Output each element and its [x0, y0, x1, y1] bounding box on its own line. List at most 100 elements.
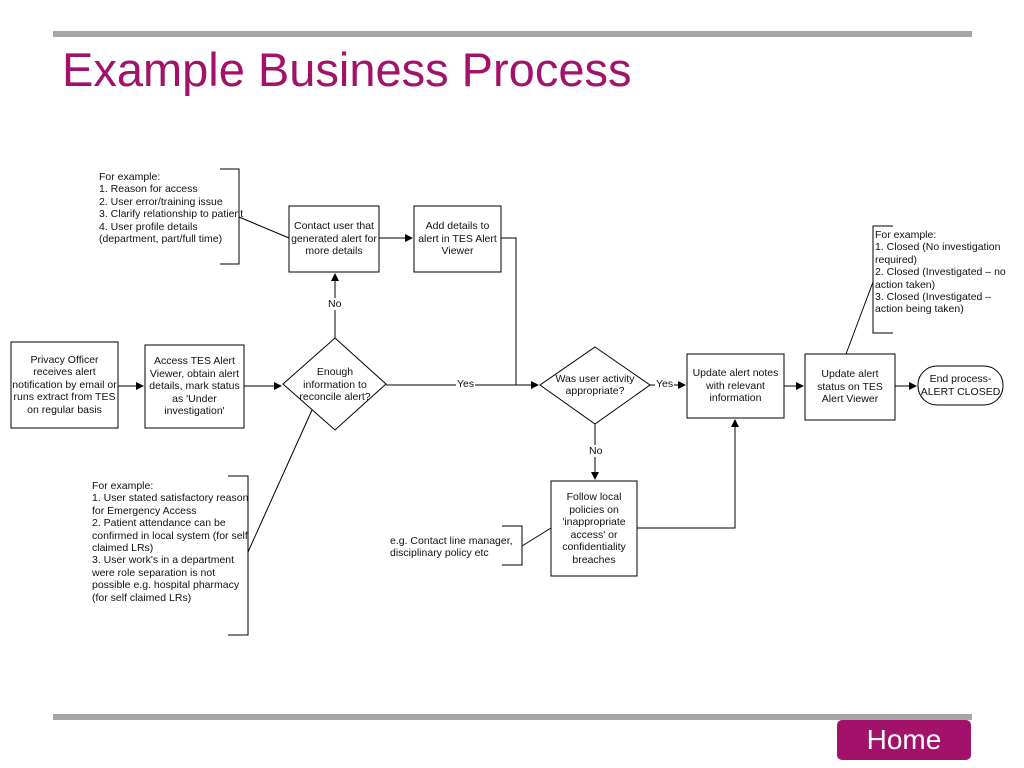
text-line: breaches	[572, 553, 616, 566]
text-line: ALERT CLOSED	[920, 385, 1001, 398]
home-button[interactable]: Home	[837, 720, 971, 760]
text-line: For example:	[875, 229, 937, 241]
text-line: Viewer	[441, 245, 474, 258]
text-line: claimed LRs)	[92, 542, 154, 555]
node-end-process-text: End process-ALERT CLOSED	[918, 366, 1003, 405]
text-line: reconcile alert?	[299, 391, 371, 404]
text-line: 2. Closed (Investigated – no	[875, 266, 1006, 279]
text-line: generated alert for	[291, 232, 377, 245]
text-line: Update alert	[821, 368, 879, 381]
text-line: information	[709, 392, 762, 405]
note-reconcile-examples: For example:1. User stated satisfactory …	[92, 480, 248, 604]
edge-label-yes-appropriate: Yes	[655, 378, 675, 390]
text-line: confirmed in local system (for self	[92, 529, 248, 542]
node-privacy-officer	[10, 341, 119, 429]
text-line: 1. Closed (No investigation	[875, 241, 1001, 254]
note-bracket-contact	[220, 168, 240, 265]
text-line: End process-	[929, 373, 992, 385]
text-line: Access TES Alert	[154, 355, 235, 368]
bottom-rule	[53, 714, 972, 720]
text-line: for Emergency Access	[92, 504, 197, 517]
text-line: Contact user that	[294, 220, 374, 233]
text-line: Viewer, obtain alert	[149, 367, 240, 380]
node-end-process	[917, 365, 1004, 406]
text-line: (department, part/full time)	[99, 233, 223, 246]
text-line: (for self claimed LRs)	[92, 591, 192, 604]
text-line: Alert Viewer	[821, 393, 879, 406]
text-line: 3. Closed (Investigated –	[875, 291, 992, 304]
text-line: on regular basis	[27, 403, 102, 416]
text-line: alert in TES Alert	[418, 232, 497, 245]
text-line: For example:	[92, 480, 154, 492]
note-local-policy-examples: e.g. Contact line manager,disciplinary p…	[390, 535, 513, 560]
text-line: receives alert	[33, 366, 96, 379]
text-line: Was user activity	[555, 372, 635, 385]
text-line: information to	[303, 378, 367, 391]
text-line: Add details to	[425, 220, 490, 233]
text-line: notification by email or	[12, 378, 117, 391]
text-line: action taken)	[875, 278, 936, 291]
text-line: Update alert notes	[692, 367, 779, 380]
text-line: disciplinary policy etc	[390, 547, 489, 560]
text-line: Enough	[316, 366, 354, 379]
node-enough-info-decision	[282, 337, 387, 431]
text-line: 1. User stated satisfactory reason	[92, 492, 249, 505]
edge-label-yes-enough: Yes	[456, 378, 476, 390]
text-line: status on TES	[817, 380, 883, 393]
node-lines: End process-ALERT CLOSED	[921, 373, 1001, 398]
node-update-status	[804, 353, 896, 421]
top-rule	[53, 31, 972, 37]
page-title: Example Business Process	[62, 43, 632, 96]
text-line: Privacy Officer	[30, 353, 99, 366]
text-line: 2. User error/training issue	[99, 195, 223, 208]
text-line: e.g. Contact line manager,	[390, 535, 513, 547]
text-line: 'inappropriate	[562, 516, 626, 528]
text-line: confidentiality	[562, 541, 626, 553]
text-line: with relevant	[706, 379, 765, 392]
note-bracket-reconcile	[228, 475, 249, 636]
text-line: 1. Reason for access	[99, 183, 198, 196]
text-line: 2. Patient attendance can be	[92, 517, 226, 530]
edge-label-no-contact: No	[327, 298, 343, 310]
text-line: investigation'	[164, 405, 225, 418]
text-line: more details	[305, 245, 363, 258]
text-line: access' or	[570, 528, 618, 541]
text-line: 3. Clarify relationship to patient	[99, 208, 244, 221]
text-line: 3. User work's in a department	[92, 554, 235, 567]
text-line: required)	[875, 253, 918, 266]
text-line: appropriate?	[565, 385, 625, 397]
edge-label-no-appropriate: No	[588, 445, 604, 457]
text-line: as 'Under	[172, 392, 217, 405]
text-line: Follow local	[566, 491, 622, 503]
node-contact-user	[288, 205, 380, 273]
text-line: policies on	[569, 503, 619, 516]
text-line: action being taken)	[875, 303, 964, 316]
text-line: details, mark status	[149, 380, 240, 393]
text-line: runs extract from TES	[13, 391, 116, 404]
text-line: were role separation is not	[92, 566, 216, 579]
node-add-details	[413, 205, 502, 273]
text-line: 4. User profile details	[99, 220, 198, 233]
text-line: For example:	[99, 171, 161, 183]
note-bracket-closure	[872, 225, 893, 334]
